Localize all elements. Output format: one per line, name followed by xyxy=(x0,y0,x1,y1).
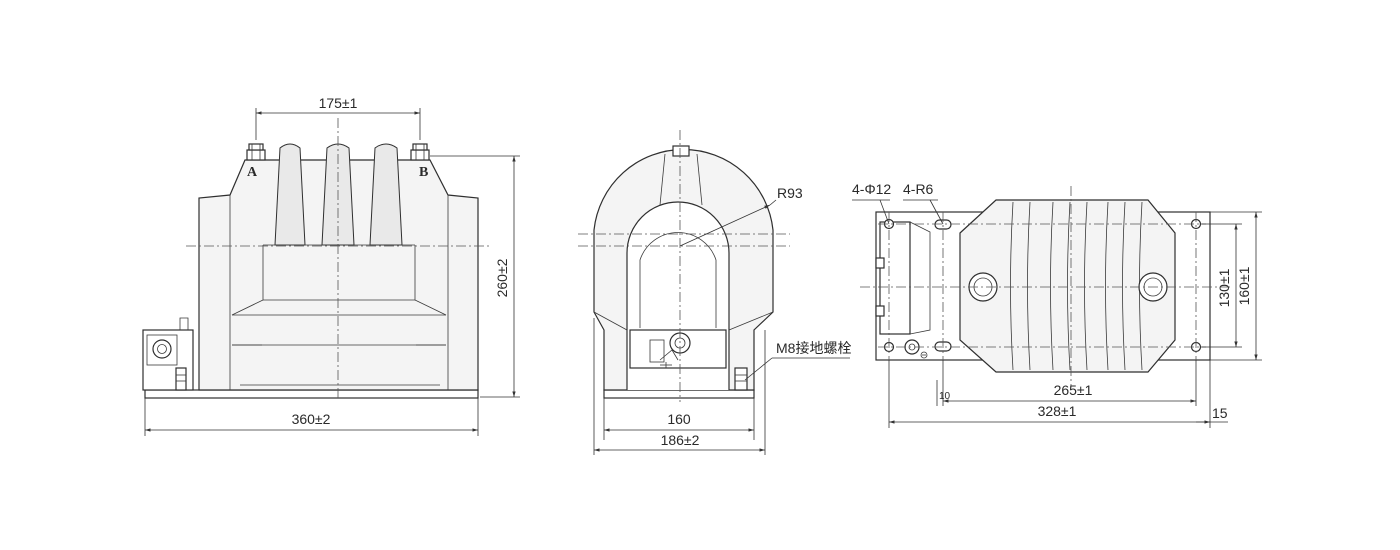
top-view: 4-Φ12 4-R6 130±1 160±1 265±1 xyxy=(852,181,1262,428)
dim-inner-spacing-text: 130±1 xyxy=(1216,268,1232,307)
dim-hole-pitch-large: 328±1 xyxy=(888,360,1211,428)
dim-inner-spacing: 130±1 xyxy=(1200,223,1242,348)
side-bottom-mechanism xyxy=(629,329,727,369)
dim-outer-spacing: 160±1 xyxy=(1210,211,1262,361)
dim-terminal-spacing: 175±1 xyxy=(255,95,421,140)
dim-offset-text: 10 xyxy=(939,391,951,402)
dim-height-text: 260±2 xyxy=(494,258,510,297)
dim-base-width: 186±2 xyxy=(593,318,766,455)
dim-terminal-spacing-text: 175±1 xyxy=(319,95,358,111)
dim-hole-pitch-small: 265±1 xyxy=(942,360,1197,406)
terminal-a-label: A xyxy=(247,165,258,180)
dim-hole-pitch-small-text: 265±1 xyxy=(1054,382,1093,398)
ground-bolt-callout: M8接地螺栓 xyxy=(744,340,851,381)
dim-radius-text: R93 xyxy=(777,185,803,201)
dim-inner-width-text: 160 xyxy=(667,411,691,427)
front-base-plate xyxy=(144,389,479,399)
dim-slots: 4-R6 xyxy=(903,181,944,225)
side-base-plate xyxy=(603,389,755,399)
dim-base-width-text: 186±2 xyxy=(661,432,700,448)
dim-radius: R93 xyxy=(679,185,803,247)
dim-edge: 15 xyxy=(1196,405,1228,423)
dim-slots-text: 4-R6 xyxy=(903,181,934,197)
dim-hole-pitch-large-text: 328±1 xyxy=(1038,403,1077,419)
top-ribs xyxy=(1010,201,1143,371)
front-main-body xyxy=(198,159,479,391)
dim-inner-width: 160 xyxy=(603,398,755,440)
dim-outer-spacing-text: 160±1 xyxy=(1236,266,1252,305)
dim-base-length-text: 360±2 xyxy=(292,411,331,427)
dim-holes-text: 4-Φ12 xyxy=(852,181,891,197)
side-view: R93 M8接地螺栓 160 186±2 xyxy=(578,130,851,455)
front-terminal-b xyxy=(410,143,430,161)
dim-base-length: 360±2 xyxy=(144,398,479,436)
dim-edge-text: 15 xyxy=(1212,405,1228,421)
top-terminal-box xyxy=(875,221,931,335)
front-ground-bolt xyxy=(175,367,187,391)
front-terminal-a xyxy=(246,143,266,161)
ground-bolt-label: M8接地螺栓 xyxy=(776,340,851,356)
front-view: A B 175±1 260±2 360±2 xyxy=(142,95,520,436)
dim-height: 260±2 xyxy=(430,155,520,398)
terminal-b-label: B xyxy=(419,165,428,180)
side-top-terminal xyxy=(672,145,690,157)
front-terminal-box xyxy=(142,317,194,391)
front-sheds xyxy=(263,143,415,246)
dim-offset: 10 xyxy=(936,380,951,406)
dim-holes: 4-Φ12 xyxy=(852,181,891,225)
side-ground-bolt xyxy=(734,367,748,391)
